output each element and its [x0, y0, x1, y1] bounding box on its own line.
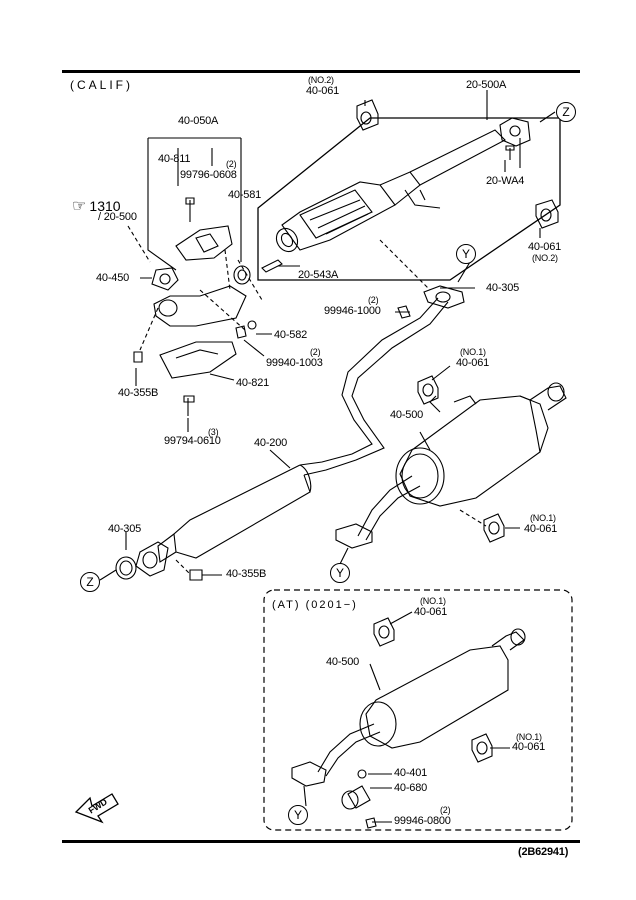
label-40-305-bottom: 40-305 — [108, 523, 142, 535]
catalyst-front-flange — [499, 117, 531, 147]
label-at-99946-0800: 99946-0800 — [394, 815, 451, 827]
at-hanger-right — [471, 733, 493, 763]
label-20-wa4: 20-WA4 — [486, 175, 525, 187]
label-99796-0608: 99796-0608 — [180, 169, 237, 181]
label-40-061-no2-top-note: (NO.2) — [308, 75, 334, 85]
hanger-no2-top — [356, 99, 379, 131]
pointing-hand-icon: ☞ — [72, 198, 87, 215]
callout-y-top: Y — [456, 244, 476, 264]
top-rule — [62, 70, 580, 73]
label-99940-1003-qty: (2) — [310, 347, 321, 357]
hanger-no1-top — [417, 375, 439, 405]
label-at-40-401: 40-401 — [394, 767, 428, 779]
label-40-061-no1-right-note: (NO.1) — [530, 513, 556, 523]
hanger-no1-right — [483, 513, 505, 543]
label-40-061-no2-right: 40-061 — [528, 241, 562, 253]
label-40-200: 40-200 — [254, 437, 288, 449]
label-40-821: 40-821 — [236, 377, 270, 389]
callout-z-bottom: Z — [80, 572, 100, 592]
label-40-355b-left: 40-355B — [118, 387, 159, 399]
label-40-500: 40-500 — [390, 409, 424, 421]
front-pipe — [157, 297, 449, 563]
label-99794-qty: (3) — [208, 427, 219, 437]
heat-shield-upper — [175, 225, 233, 261]
label-40-061-no2-right-note: (NO.2) — [532, 253, 558, 263]
label-40-811: 40-811 — [158, 153, 191, 165]
label-40-355b-bottom: 40-355B — [226, 568, 267, 580]
front-exhaust-flange — [153, 285, 247, 327]
label-at-40-061-top: 40-061 — [414, 606, 448, 618]
section-title: (CALIF) — [70, 78, 133, 92]
label-99946-1000: 99946-1000 — [324, 305, 381, 317]
label-40-581: 40-581 — [228, 189, 262, 201]
bottom-rule — [62, 840, 580, 843]
label-40-450: 40-450 — [96, 272, 130, 284]
label-40-061-no1-right: 40-061 — [524, 523, 558, 535]
hanger-no2-right — [535, 199, 559, 229]
label-at-99946-qty: (2) — [440, 805, 451, 815]
reference-sub: / 20-500 — [98, 211, 137, 223]
label-at-40-061-right: 40-061 — [512, 741, 546, 753]
reference-pointer: ☞ 1310 — [72, 196, 121, 216]
label-at-40-061-top-note: (NO.1) — [420, 596, 446, 606]
label-40-582: 40-582 — [274, 329, 308, 341]
label-40-061-no1-top-note: (NO.1) — [460, 347, 486, 357]
label-40-061-no1-top: 40-061 — [456, 357, 490, 369]
callout-y-bottom: Y — [330, 563, 350, 583]
label-99796-qty: (2) — [226, 159, 237, 169]
diagram-code: (2B62941) — [518, 846, 569, 858]
label-at-40-500: 40-500 — [326, 656, 360, 668]
front-pipe-flange — [135, 541, 169, 577]
label-40-305-top: 40-305 — [486, 282, 520, 294]
label-99940-1003: 99940-1003 — [266, 357, 323, 369]
label-20-500a: 20-500A — [466, 79, 507, 91]
at-box-title: (AT) (0201−) — [272, 599, 358, 611]
label-20-543a: 20-543A — [298, 269, 339, 281]
catalytic-converter — [275, 129, 506, 253]
fwd-arrow-icon — [74, 793, 119, 824]
label-at-40-061-right-note: (NO.1) — [516, 732, 542, 742]
at-muffler — [291, 628, 526, 787]
label-99794-0610: 99794-0610 — [164, 435, 221, 447]
main-muffler — [395, 382, 567, 507]
callout-y-at: Y — [288, 805, 308, 825]
label-40-050a: 40-050A — [178, 115, 219, 127]
reference-main: 1310 — [89, 198, 121, 214]
label-99946-1000-qty: (2) — [368, 295, 379, 305]
center-pipe-flange — [423, 285, 465, 309]
at-hanger-top — [373, 617, 395, 647]
callout-z-top: Z — [556, 102, 576, 122]
label-at-40-680: 40-680 — [394, 782, 428, 794]
label-40-061-no2-top: 40-061 — [306, 85, 340, 97]
